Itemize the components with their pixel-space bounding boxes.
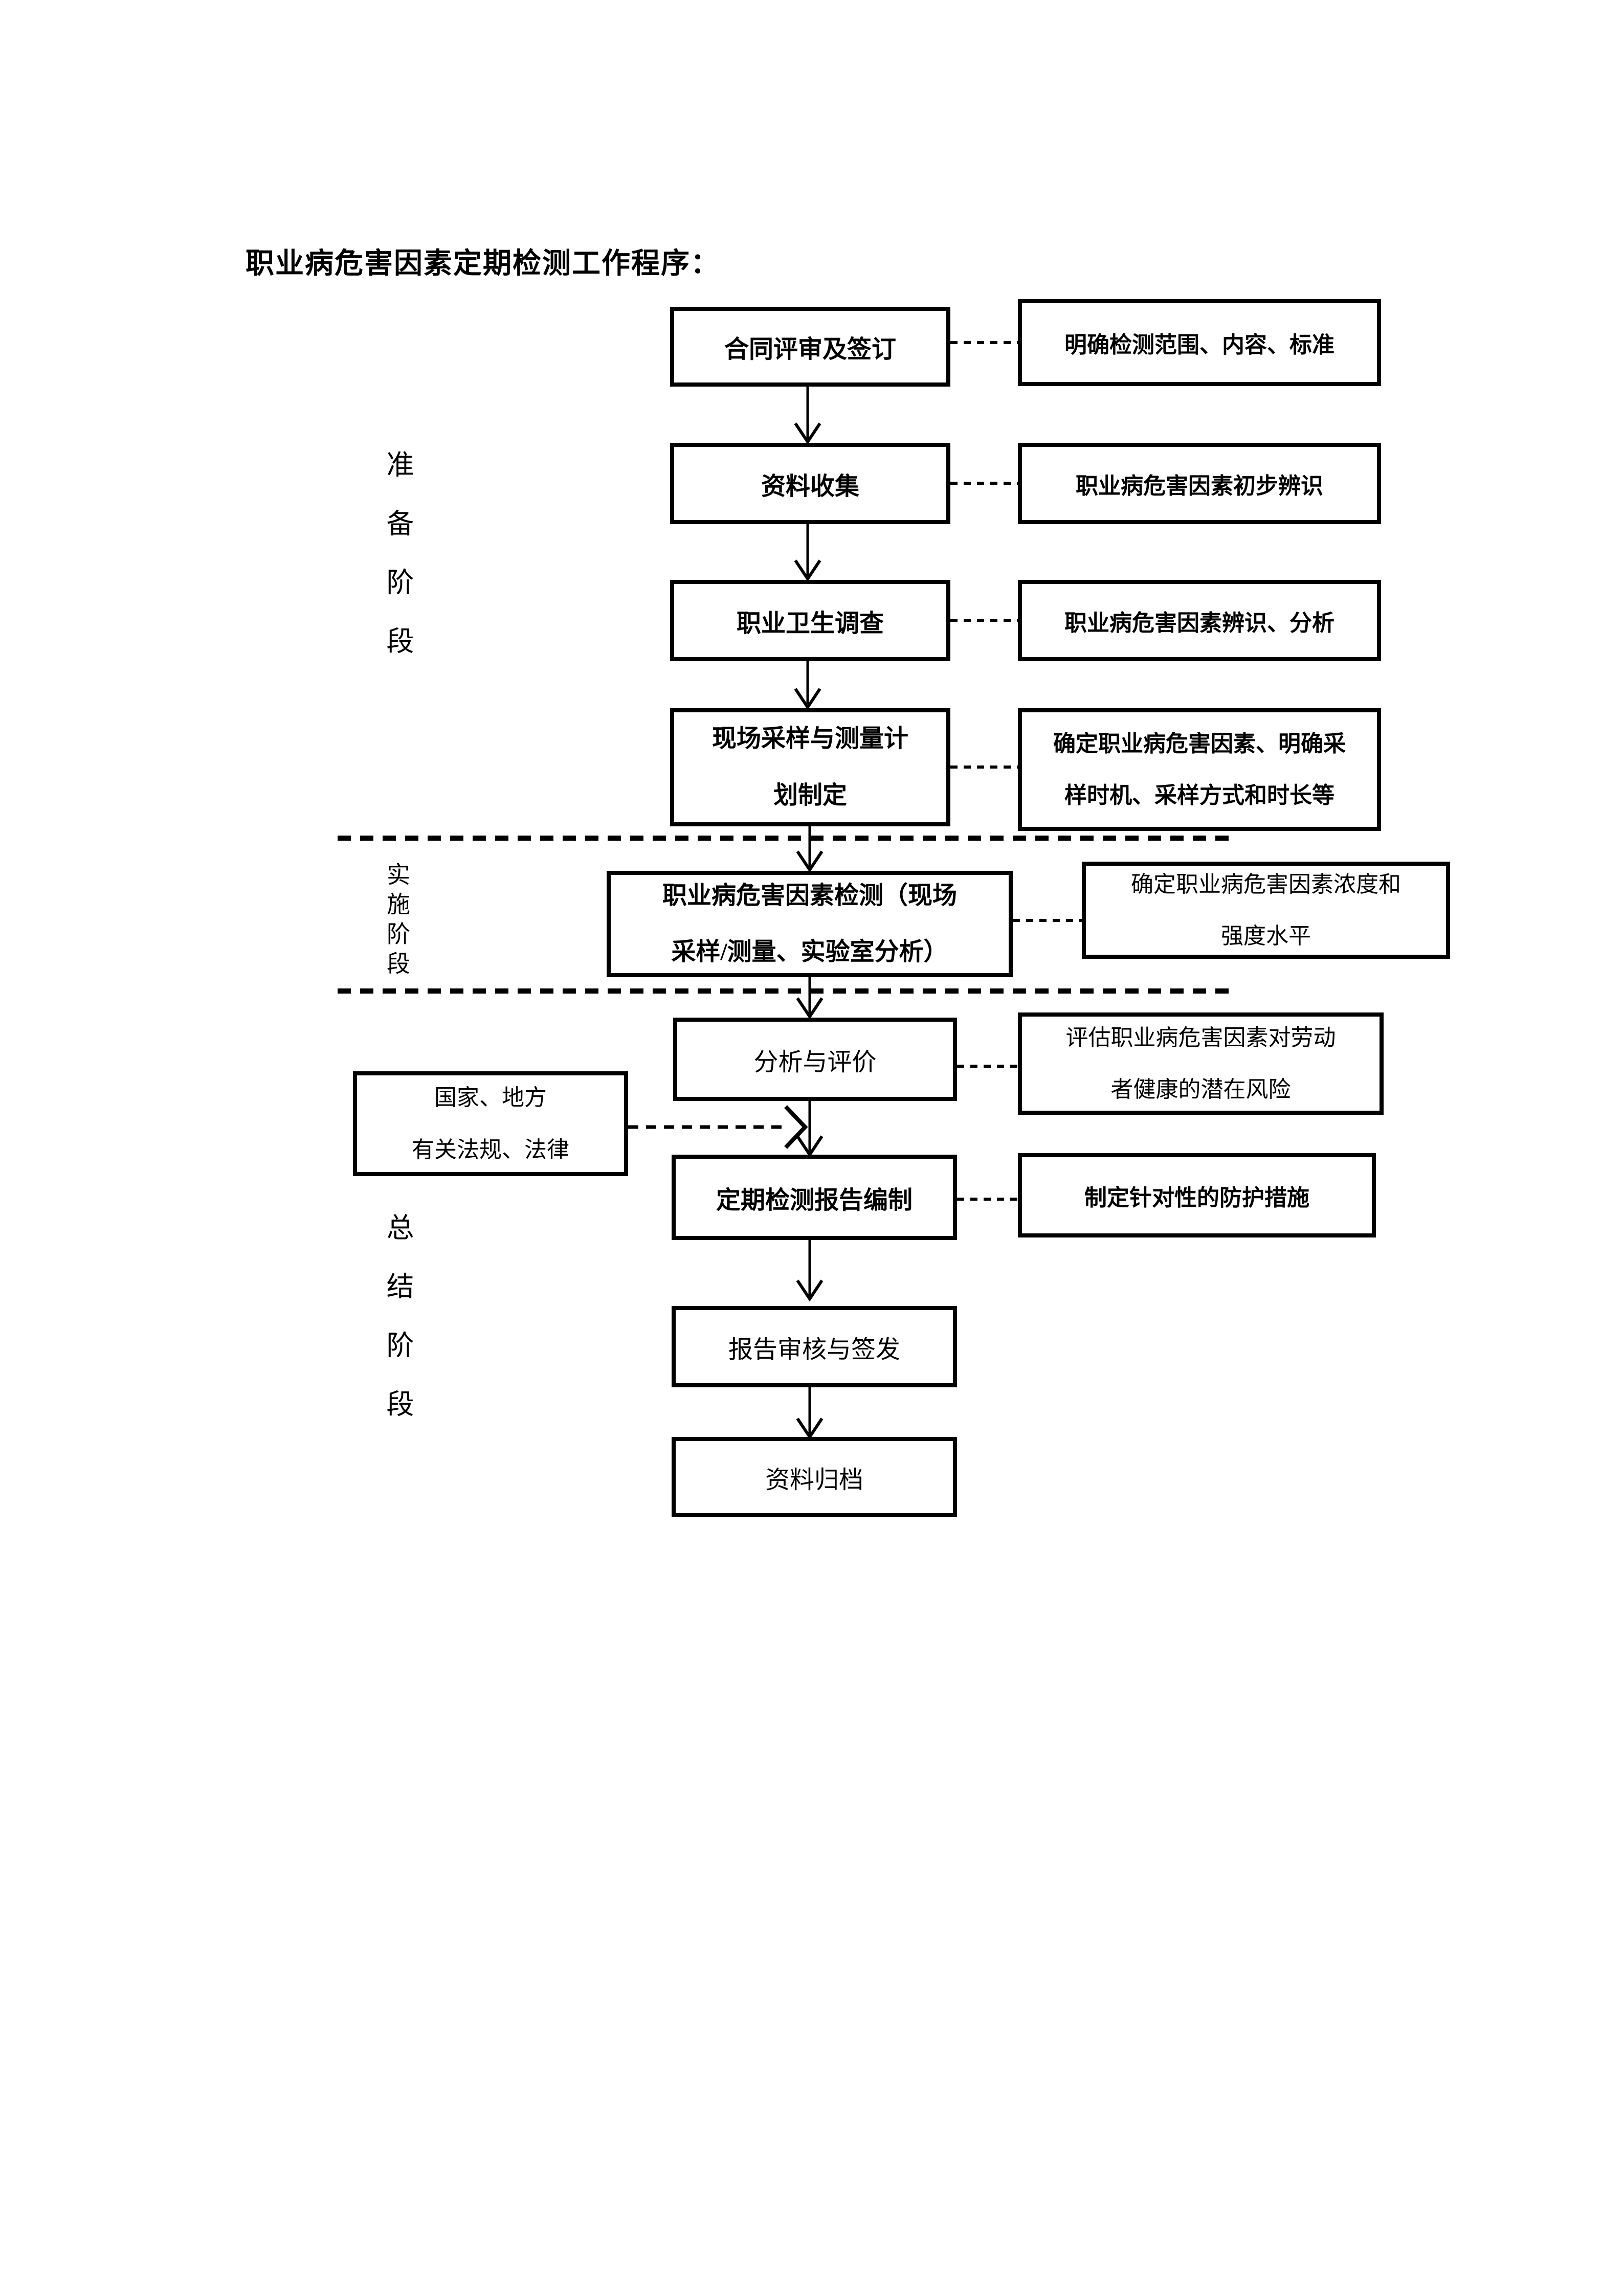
step-box-data-collection: 资料收集 [670,443,950,524]
page-title: 职业病危害因素定期检测工作程序： [246,248,720,280]
stage-label-summary: 总结阶段 [382,1213,413,1448]
note-box-protective-measures: 制定针对性的防护措施 [1018,1153,1376,1237]
regulations-arrowhead [784,1105,808,1149]
note-connectors [950,341,1082,1201]
note-box-identification-analysis: 职业病危害因素辨识、分析 [1018,580,1381,661]
note-box-concentration-intensity: 确定职业病危害因素浓度和 强度水平 [1082,862,1450,959]
step-box-periodic-report-compilation: 定期检测报告编制 [672,1155,957,1240]
stage-label-preparation: 准备阶段 [382,450,413,685]
arrowhead-step5 [796,850,824,873]
arrowhead-step2 [794,422,821,445]
input-box-regulations: 国家、地方 有关法规、法律 [353,1071,628,1176]
vertical-flow-arrows [794,387,824,1440]
note-box-preliminary-identification: 职业病危害因素初步辨识 [1018,443,1381,524]
step-box-analysis-evaluation: 分析与评价 [673,1018,957,1101]
arrowhead-step3 [794,559,821,582]
note-box-health-risk: 评估职业病危害因素对劳动 者健康的潜在风险 [1018,1012,1384,1115]
note-box-scope-content-standard: 明确检测范围、内容、标准 [1018,299,1381,386]
step-box-hazard-detection: 职业病危害因素检测（现场 采样/测量、实验室分析） [607,871,1013,977]
arrowhead-step8 [796,1279,824,1302]
arrowhead-step6 [796,997,824,1020]
step-box-archive: 资料归档 [672,1437,957,1517]
step-box-report-review-issue: 报告审核与签发 [672,1306,957,1387]
step-box-occupational-hygiene-survey: 职业卫生调查 [670,580,950,661]
arrowhead-step4 [794,688,821,710]
stage-label-implementation: 实施阶段 [384,862,410,981]
step-box-sampling-plan: 现场采样与测量计 划制定 [670,708,950,826]
stage-dividers [338,836,1230,994]
regulations-input-arrow [628,1105,808,1149]
note-box-sampling-details: 确定职业病危害因素、明确采 样时机、采样方式和时长等 [1018,708,1381,831]
step-box-contract-review: 合同评审及签订 [670,307,950,387]
